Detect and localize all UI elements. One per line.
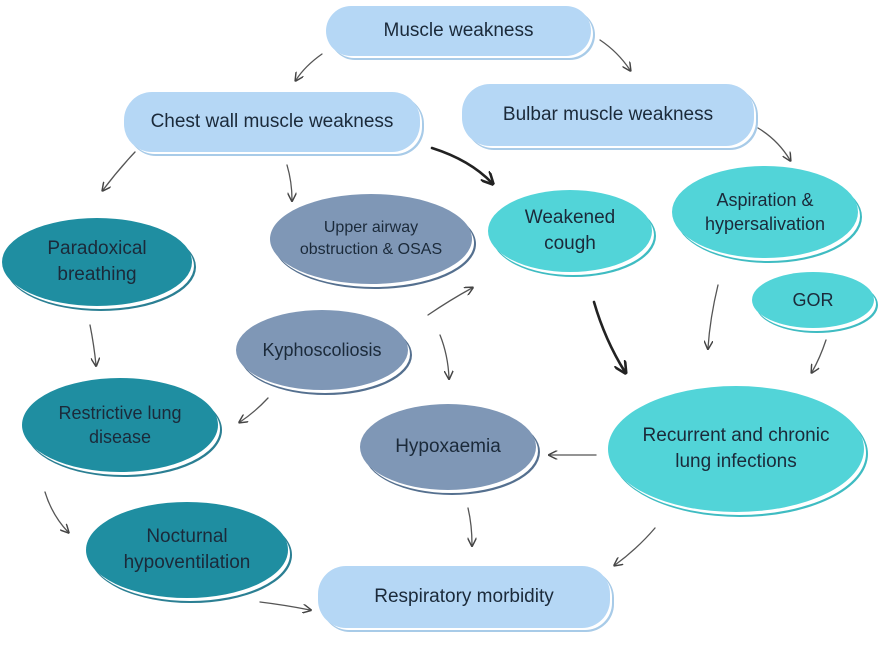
node-label: Chest wall muscle weakness <box>150 111 394 133</box>
node-label-line1: Nocturnal <box>146 526 228 548</box>
node-weakened-cough: Weakened cough <box>488 190 652 272</box>
node-kyphoscoliosis: Kyphoscoliosis <box>236 310 408 390</box>
node-label-line2: hypersalivation <box>704 214 826 234</box>
node-label-line1: Restrictive lung <box>58 402 182 423</box>
arrow-weakened-cough-to-recurrent <box>592 300 625 372</box>
node-gor: GOR <box>752 272 874 328</box>
node-muscle-weakness: Muscle weakness <box>326 6 591 56</box>
node-label-line1: Aspiration & <box>716 189 814 210</box>
node-aspiration-hypersalivation: Aspiration & hypersalivation <box>672 166 858 258</box>
node-label-line2: disease <box>88 427 152 447</box>
node-hypoxaemia: Hypoxaemia <box>360 404 536 490</box>
node-label: Muscle weakness <box>383 20 534 42</box>
node-nocturnal-hypoventilation: Nocturnal hypoventilation <box>86 502 288 598</box>
arrow-aspiration-to-recurrent <box>708 284 719 348</box>
node-respiratory-morbidity: Respiratory morbidity <box>318 566 610 628</box>
node-label-line2: obstruction & OSAS <box>299 241 443 258</box>
arrow-chest-to-upper-airway <box>286 164 292 200</box>
node-label: Hypoxaemia <box>395 436 501 458</box>
node-label-line2: cough <box>544 233 596 254</box>
arrow-restrictive-to-nocturnal <box>44 491 68 532</box>
arrow-gor-to-recurrent <box>812 339 827 372</box>
node-label-line2: hypoventilation <box>123 552 251 573</box>
node-label-line1: Paradoxical <box>47 238 147 260</box>
node-label: Bulbar muscle weakness <box>502 104 714 126</box>
node-upper-airway-obstruction: Upper airway obstruction & OSAS <box>270 194 472 284</box>
node-recurrent-chronic-lung-infections: Recurrent and chronic lung infections <box>608 386 864 512</box>
arrow-chest-to-weakened-cough <box>430 146 492 183</box>
arrow-paradoxical-to-restrictive <box>89 324 96 365</box>
arrow-hypoxaemia-to-respiratory <box>467 507 472 545</box>
arrow-upper-airway-to-hypoxaemia <box>439 334 449 378</box>
node-label-line2: breathing <box>57 264 137 285</box>
node-paradoxical-breathing: Paradoxical breathing <box>2 218 192 306</box>
node-label-line1: Upper airway <box>323 219 419 237</box>
node-label-line1: Weakened <box>524 207 616 229</box>
arrow-muscle-to-chest <box>296 53 323 80</box>
node-restrictive-lung-disease: Restrictive lung disease <box>22 378 218 472</box>
node-label: Kyphoscoliosis <box>262 339 382 360</box>
node-label-line1: Recurrent and chronic <box>642 425 830 447</box>
node-bulbar-muscle-weakness: Bulbar muscle weakness <box>462 84 754 146</box>
node-label: Respiratory morbidity <box>374 586 554 608</box>
arrow-muscle-to-bulbar <box>599 39 630 70</box>
arrow-bulbar-to-aspiration <box>757 127 790 160</box>
arrow-nocturnal-to-respiratory <box>259 601 310 610</box>
node-label-line2: lung infections <box>675 451 797 472</box>
arrow-kypho-to-restrictive <box>240 397 269 422</box>
arrow-chest-to-paradoxical <box>103 151 136 190</box>
arrow-recurrent-to-respiratory <box>615 527 656 565</box>
node-chest-wall-muscle-weakness: Chest wall muscle weakness <box>124 92 420 152</box>
arrow-kypho-to-upper-airway <box>427 288 472 316</box>
node-label: GOR <box>792 289 834 310</box>
